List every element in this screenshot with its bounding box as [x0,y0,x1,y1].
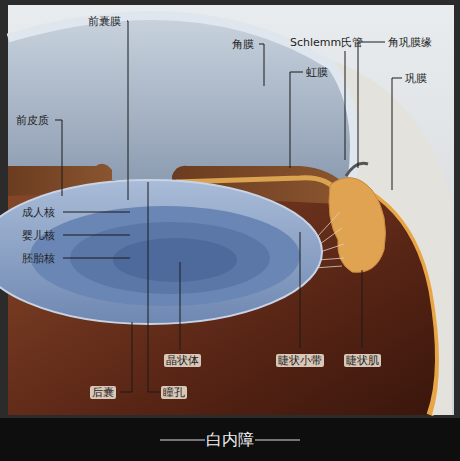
part-label: 瞳孔 [161,386,187,399]
part-label: 睫状肌 [344,354,381,367]
part-label: 婴儿核 [20,229,57,242]
part-label: 晶状体 [164,354,201,367]
leader-lines [55,21,402,392]
part-label: 胚胎核 [20,252,57,265]
caption: 白内障 [206,430,254,450]
adult-nucleus [30,206,300,306]
part-label: 后囊 [90,386,116,399]
embryonic-nucleus [113,238,237,282]
part-label: 睫状小带 [276,354,324,367]
part-label: 角巩膜缘 [386,36,434,49]
part-label: 巩膜 [403,72,429,85]
part-label: 前皮质 [14,114,51,127]
part-label: 角膜 [230,38,256,51]
part-label: 虹膜 [304,66,330,79]
lens [0,180,322,324]
part-label: 前囊膜 [86,15,123,28]
caption-band [0,418,460,461]
caption-rule [160,440,205,441]
schlemm-canal [346,163,368,176]
part-label: 成人核 [20,206,57,219]
caption-rule [255,440,300,441]
part-label: Schlemm氏管 [288,36,365,49]
